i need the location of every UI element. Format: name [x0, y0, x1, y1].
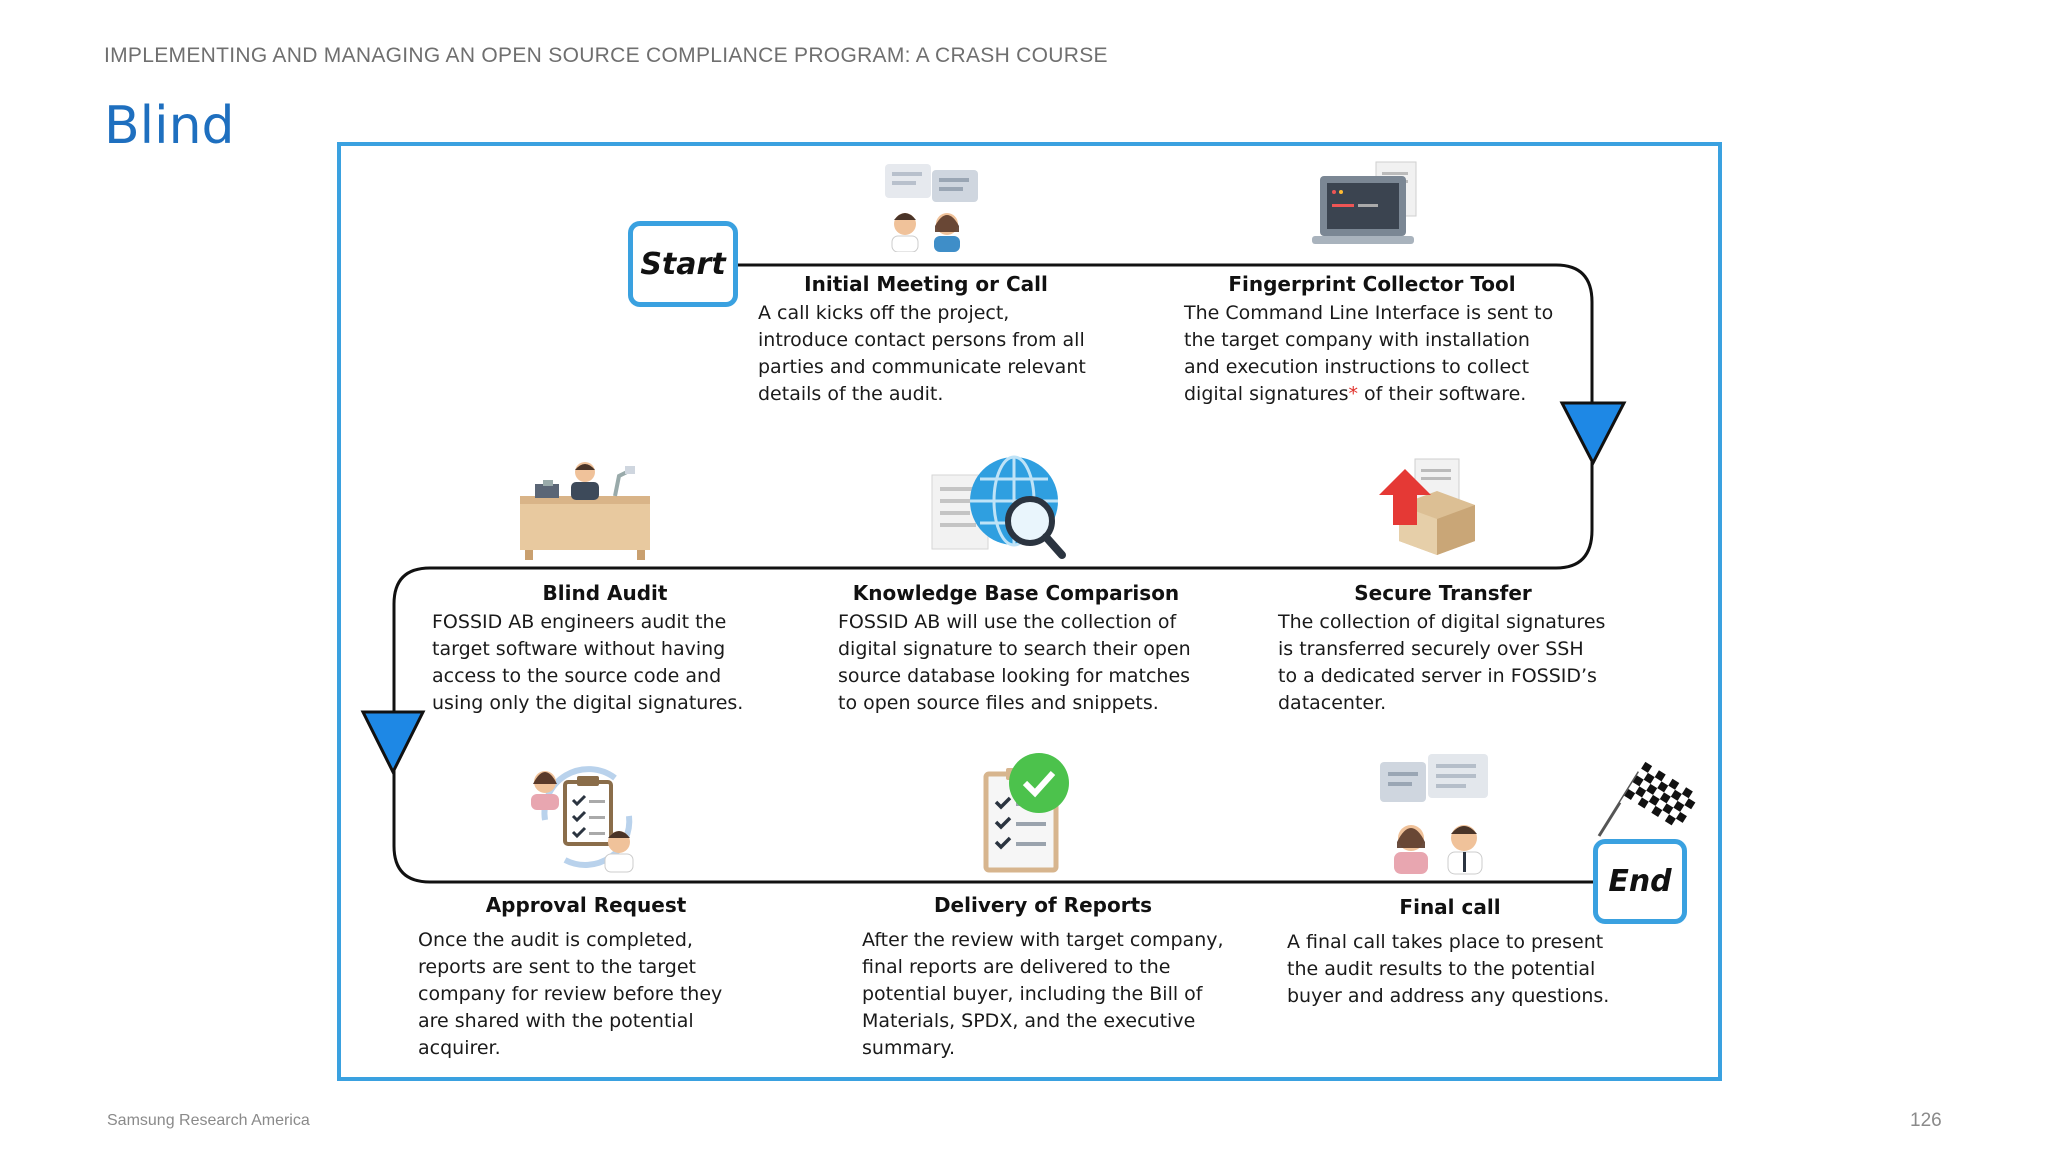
course-title: IMPLEMENTING AND MANAGING AN OPEN SOURCE…: [104, 44, 1108, 67]
start-terminal: Start: [628, 221, 738, 307]
footer-organization: Samsung Research America: [107, 1112, 310, 1129]
step-blind-audit: Blind Audit FOSSID AB engineers audit th…: [432, 581, 778, 717]
meeting-people-icon: [885, 164, 978, 252]
step-approval-request: Approval Request Once the audit is compl…: [418, 893, 754, 1062]
step-description: The Command Line Interface is sent to th…: [1184, 300, 1560, 408]
diagram-frame: [337, 142, 1722, 1081]
step-title: Delivery of Reports: [933, 893, 1153, 917]
step-description: FOSSID AB engineers audit the target sof…: [432, 611, 744, 714]
arrow-down-left-icon: [360, 710, 426, 776]
laptop-icon: [1312, 161, 1417, 244]
step-description: After the review with target company, fi…: [862, 929, 1224, 1059]
desk-engineer-icon: [520, 462, 650, 560]
step-knowledge-base: Knowledge Base Comparison FOSSID AB will…: [838, 581, 1194, 717]
step-title: Secure Transfer: [1354, 581, 1532, 605]
end-label: End: [1608, 864, 1672, 899]
step-description: The collection of digital signatures is …: [1278, 611, 1606, 714]
step-description: A final call takes place to present the …: [1287, 931, 1610, 1007]
globe-search-icon: [931, 455, 1066, 559]
step-title: Knowledge Base Comparison: [852, 581, 1180, 605]
step-description: FOSSID AB will use the collection of dig…: [838, 611, 1191, 714]
step-description-text: The Command Line Interface is sent to th…: [1184, 302, 1554, 405]
start-label: Start: [640, 246, 726, 282]
step-title: Fingerprint Collector Tool: [1228, 272, 1516, 296]
checklist-icon: [983, 753, 1069, 873]
step-final-call: Final call A final call takes place to p…: [1287, 895, 1613, 1010]
page-number: 126: [1910, 1110, 1942, 1131]
end-terminal: End: [1593, 839, 1687, 924]
checkered-flag-icon: [1597, 761, 1700, 837]
final-call-people-icon: [1380, 754, 1488, 875]
step-delivery-of-reports: Delivery of Reports After the review wit…: [862, 893, 1224, 1062]
page-title: Blind: [104, 96, 235, 156]
asterisk-mark: *: [1348, 383, 1359, 405]
step-description-text-end: of their software.: [1358, 383, 1527, 405]
step-title: Blind Audit: [542, 581, 668, 605]
step-description: Once the audit is completed, reports are…: [418, 929, 723, 1059]
step-secure-transfer: Secure Transfer The collection of digita…: [1278, 581, 1608, 717]
approval-cycle-icon: [531, 766, 634, 873]
step-title: Initial Meeting or Call: [804, 272, 1048, 296]
step-fingerprint-collector: Fingerprint Collector Tool The Command L…: [1184, 272, 1560, 408]
step-description: A call kicks off the project, introduce …: [758, 302, 1086, 405]
step-initial-meeting: Initial Meeting or Call A call kicks off…: [758, 272, 1094, 408]
arrow-down-right-icon: [1559, 401, 1627, 467]
step-title: Final call: [1399, 895, 1501, 919]
box-upload-icon: [1379, 458, 1475, 555]
step-title: Approval Request: [485, 893, 687, 917]
